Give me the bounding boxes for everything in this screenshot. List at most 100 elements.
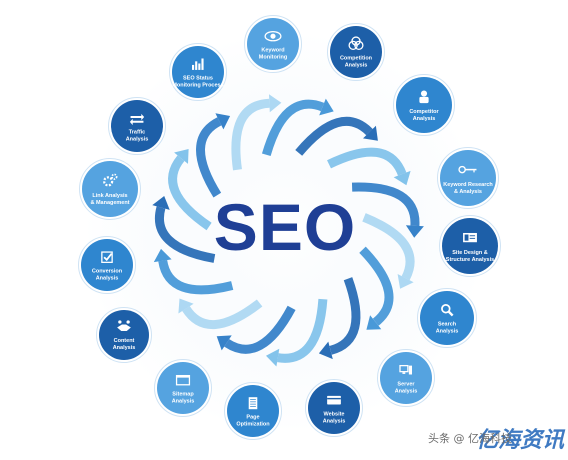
node-label: Analysis xyxy=(172,398,195,404)
swirl-arrow xyxy=(359,246,394,326)
node-label: Sitemap xyxy=(172,391,194,397)
document-icon xyxy=(248,397,258,410)
node-label: Search xyxy=(438,322,457,328)
swirl-arrowhead xyxy=(269,94,282,113)
swirl-arrowhead xyxy=(216,335,232,351)
node-disc xyxy=(330,26,382,78)
swirl-arrowhead xyxy=(405,225,424,238)
node-label: Optimization xyxy=(236,421,270,427)
arrows-icon xyxy=(129,113,145,126)
server-icon xyxy=(399,364,413,375)
node-label: Analysis xyxy=(413,116,436,122)
swirl-arrow xyxy=(224,305,296,354)
swirl-arrowhead xyxy=(266,348,280,367)
magnifier-icon xyxy=(441,303,454,317)
card-icon xyxy=(327,395,341,405)
node-label: Monitoring xyxy=(259,54,287,60)
gears-icon xyxy=(103,173,118,187)
node-label: Analysis xyxy=(436,329,459,335)
watermark-logo: 亿海资讯 xyxy=(475,428,564,453)
node-label: Structure Analysis xyxy=(446,257,494,263)
swirl-arrow xyxy=(155,206,216,263)
checkbox-icon xyxy=(101,251,113,263)
node-disc xyxy=(111,100,163,152)
swirl-arrow xyxy=(196,117,222,198)
node-disc xyxy=(82,161,138,217)
background-halo xyxy=(85,32,485,432)
node-label: Monitoring Process xyxy=(172,82,223,88)
node-label: Site Design & xyxy=(452,250,487,256)
swirl-arrowhead xyxy=(366,315,382,330)
node-label: Conversion xyxy=(92,268,123,274)
node-label: Traffic xyxy=(129,129,146,135)
swirl-arrow xyxy=(158,259,234,295)
swirl-arrowhead xyxy=(152,196,170,210)
swirl-arrow xyxy=(168,155,212,231)
swirl-arrow xyxy=(351,182,420,227)
key-icon xyxy=(458,165,477,174)
node-label: Competition xyxy=(340,55,373,61)
node-label: Content xyxy=(114,338,135,344)
node-label: Analysis xyxy=(113,345,136,351)
node-label: Analysis xyxy=(126,136,149,142)
swirl-arrow xyxy=(327,147,407,176)
node-disc xyxy=(99,310,149,360)
node-disc xyxy=(442,218,498,274)
node-disc xyxy=(247,18,299,70)
node-label: Analysis xyxy=(345,62,368,68)
node-label: Analysis xyxy=(395,388,418,394)
swirl-arrow xyxy=(182,299,263,329)
seo-node: Link Analysis& Management xyxy=(79,158,141,220)
node-disc xyxy=(227,385,279,437)
swirl-arrowhead xyxy=(393,170,411,186)
node-label: Keyword xyxy=(261,47,284,53)
node-label: SEO Status xyxy=(183,75,213,81)
swirl-arrowhead xyxy=(363,125,378,141)
node-disc xyxy=(172,46,224,98)
seo-node: Keyword Research& Analysis xyxy=(437,147,499,209)
swirl-arrow xyxy=(231,98,270,171)
node-disc xyxy=(396,77,452,133)
node-label: & Analysis xyxy=(454,189,482,195)
swirl-arrow xyxy=(362,213,415,281)
node-label: & Management xyxy=(90,200,129,206)
handshake-icon xyxy=(117,320,131,331)
seo-node: Site Design &Structure Analysis xyxy=(439,215,501,277)
node-label: Link Analysis xyxy=(92,193,127,199)
swirl-arrow xyxy=(261,99,325,157)
swirl-arrow xyxy=(277,298,328,363)
swirl-arrows xyxy=(152,94,424,367)
node-disc xyxy=(440,150,496,206)
swirl-arrowhead xyxy=(178,298,194,314)
node-disc xyxy=(308,382,360,434)
swirl-arrowhead xyxy=(153,248,172,263)
seo-title: SEO xyxy=(213,190,357,264)
node-label: Analysis xyxy=(96,275,119,281)
swirl-arrowhead xyxy=(215,113,231,130)
node-label: Website xyxy=(324,411,345,417)
source-caption: 头条 @ 亿海科技 xyxy=(428,432,512,445)
swirl-arrow xyxy=(329,277,361,355)
swirl-arrow xyxy=(295,116,373,156)
swirl-arrowhead xyxy=(319,98,334,116)
node-label: Page xyxy=(246,414,259,420)
swirl-arrowhead xyxy=(397,274,414,289)
window-icon xyxy=(175,374,191,386)
node-disc xyxy=(420,291,474,345)
node-label: Analysis xyxy=(323,418,346,424)
